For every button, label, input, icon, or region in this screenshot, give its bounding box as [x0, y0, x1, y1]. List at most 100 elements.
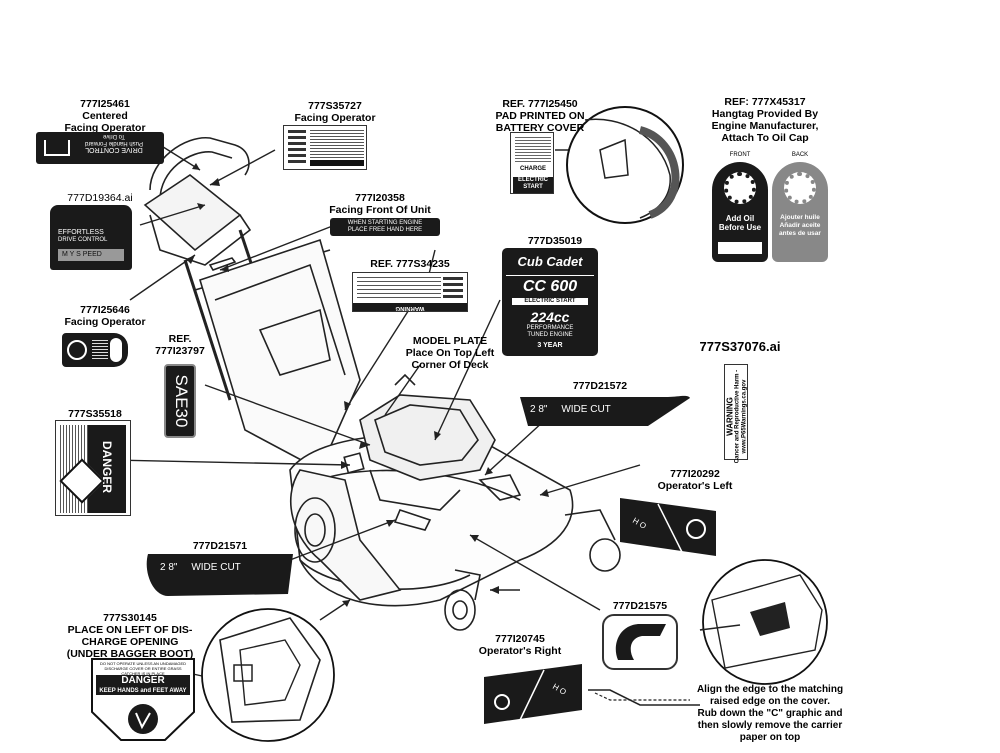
- decal-warning-band: [310, 160, 364, 166]
- warning-url: www.P65Warnings.ca.gov: [741, 379, 748, 454]
- decal-text-block: [310, 130, 364, 158]
- brand-logo: Cub Cadet: [517, 254, 583, 269]
- placement-note: Operator's Right: [478, 645, 562, 657]
- part-name: MODEL PLATE: [412, 335, 488, 347]
- placement-note: Facing Operator: [294, 112, 376, 124]
- gear-icon: [784, 172, 816, 204]
- placement-note: Operator's Left: [657, 480, 733, 492]
- label-777i20358: 777I20358 Facing Front Of Unit: [320, 192, 440, 216]
- placement-note: Facing Front Of Unit: [329, 204, 431, 216]
- decal-text-block: [515, 137, 551, 163]
- warning-icon: [443, 277, 463, 301]
- hangtag-side-label: FRONT: [729, 152, 751, 158]
- danger-panel: DANGER: [88, 425, 126, 513]
- decal-text: TUNED ENGINE: [527, 332, 573, 338]
- label-777s35518: 777S35518: [55, 408, 135, 420]
- part-number: 777D21571: [192, 540, 248, 552]
- placement-note: PAD PRINTED ON: [495, 110, 585, 122]
- part-number-prefix: REF.: [168, 333, 192, 345]
- label-777i25461: 777I25461 Centered Facing Operator: [50, 98, 160, 134]
- decal-777i20292: H O: [620, 498, 716, 556]
- label-777i23797: REF. 777I23797: [145, 333, 215, 357]
- label-777d35019: 777D35019: [510, 235, 600, 247]
- decal-777s37076: WARNING Cancer and Reproductive Harm - w…: [724, 364, 748, 463]
- label-777s34235: REF. 777S34235: [355, 258, 465, 270]
- decal-text: PLACE FREE HAND HERE: [347, 227, 423, 233]
- c-logo-icon: [615, 624, 666, 660]
- placement-note: Centered: [82, 110, 128, 122]
- handle-icon: [44, 140, 70, 156]
- decal-sae30: SAE30: [164, 364, 196, 438]
- instruction-line: Rub down the "C" graphic and: [697, 708, 843, 719]
- part-number: 777I20745: [495, 633, 545, 645]
- label-777d19364: 777D19364.ai: [55, 192, 145, 204]
- part-number: REF: 777X45317: [724, 96, 806, 108]
- part-number: 777I20292: [670, 468, 720, 480]
- decal-text: Push Handle Forward: [84, 140, 144, 146]
- part-number: 777S30145: [103, 612, 157, 624]
- part-number: 777I23797: [155, 345, 205, 357]
- electric-start-badge: ELECTRIC START: [513, 177, 553, 193]
- hangtag-text: antes de usar: [779, 230, 821, 237]
- instruction-line: Align the edge to the matching: [696, 684, 844, 695]
- placement-note: Place On Top Left: [405, 347, 495, 359]
- placement-note: (UNDER BAGGER BOOT): [66, 648, 194, 660]
- decal-777s35727: [283, 125, 367, 170]
- hangtag-text: Before Use: [718, 223, 762, 232]
- placement-note: Facing Operator: [64, 316, 146, 328]
- warning-icon: [288, 130, 306, 164]
- warning-band: WARNING: [353, 303, 467, 311]
- decal-text: PERFORMANCE: [526, 325, 574, 331]
- hangtag-text: Ajouter huile: [780, 214, 820, 221]
- placement-note: Hangtag Provided By: [711, 108, 819, 120]
- decal-777i20745: H O: [484, 664, 582, 724]
- danger-subheading: KEEP HANDS and FEET AWAY: [99, 688, 187, 694]
- label-777i20745: 777I20745 Operator's Right: [465, 633, 575, 657]
- model-text: CC 600: [522, 278, 578, 295]
- wide-cut-text: 2 8" WIDE CUT: [160, 562, 241, 573]
- warranty-text: 3 YEAR: [537, 342, 563, 349]
- placement-note: Corner Of Deck: [411, 359, 489, 371]
- placement-note: CHARGE OPENING: [81, 636, 179, 648]
- part-number: 777I25646: [80, 304, 130, 316]
- warning-text: Cancer and Reproductive Harm -: [734, 369, 741, 464]
- decal-777d21572: [520, 395, 690, 426]
- speed-scale: M Y S PEED: [58, 249, 124, 261]
- part-number: REF. 777S34235: [370, 258, 450, 270]
- decal-text: EFFORTLESS: [58, 229, 104, 236]
- decal-777i25646: [62, 333, 128, 367]
- decal-text: To Drive: [103, 133, 126, 139]
- part-number: 777I25461: [80, 98, 130, 110]
- decal-text: START: [523, 184, 543, 190]
- decal-777d21571: [146, 554, 293, 596]
- label-777x45317: REF: 777X45317 Hangtag Provided By Engin…: [700, 96, 830, 144]
- hangtag-front: FRONT Add Oil Before Use: [712, 152, 768, 262]
- placement-note: Facing Operator: [64, 122, 146, 134]
- placement-note: Attach To Oil Cap: [721, 132, 809, 144]
- label-777d21571: 777D21571: [180, 540, 260, 552]
- wide-cut-text: 2 8" WIDE CUT: [530, 404, 611, 415]
- decal-text-block: [357, 277, 441, 301]
- decal-777s30145: [91, 658, 195, 741]
- part-number: 777S35727: [308, 100, 362, 112]
- oil-grade-text: SAE30: [172, 374, 191, 428]
- decal-text: WHEN STARTING ENGINE: [347, 220, 423, 226]
- label-777d21575: 777D21575: [600, 600, 680, 612]
- part-number: 777D19364.ai: [67, 192, 133, 204]
- decal-text-block: [92, 340, 108, 360]
- danger-heading: DANGER: [121, 675, 165, 686]
- part-number: 777D35019: [527, 235, 583, 247]
- divider: [506, 275, 594, 276]
- decal-starting-engine: WHEN STARTING ENGINE PLACE FREE HAND HER…: [330, 218, 440, 236]
- placement-note: BATTERY COVER: [495, 122, 585, 134]
- hangtag-text: Add Oil: [725, 214, 755, 223]
- decal-text: ELECTRIC: [518, 177, 548, 183]
- decal-777s34235: WARNING: [352, 272, 468, 312]
- warning-heading: WARNING: [725, 397, 735, 436]
- part-number: REF. 777I25450: [502, 98, 578, 110]
- instruction-line: raised edge on the cover.: [709, 696, 831, 707]
- decal-effortless-drive: EFFORTLESS DRIVE CONTROL M Y S PEED: [50, 205, 132, 270]
- label-c-graphic-instructions: Align the edge to the matching raised ed…: [690, 684, 850, 744]
- label-777s37076: 777S37076.ai: [690, 340, 790, 353]
- decal-text: ELECTRIC START: [512, 298, 588, 305]
